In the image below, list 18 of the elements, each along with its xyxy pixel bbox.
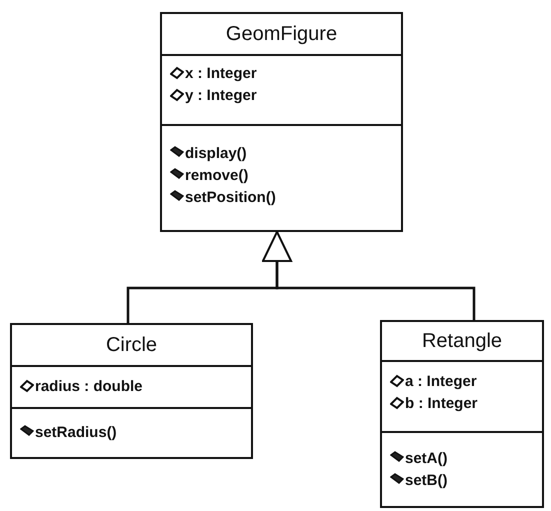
attribute-text: a : Integer (405, 372, 477, 390)
operation-text: remove() (185, 166, 248, 184)
class-box (160, 12, 403, 232)
class-name: GeomFigure (226, 22, 338, 46)
operation-text: setPosition() (185, 188, 276, 206)
attribute-text: b : Integer (405, 394, 478, 412)
operation-text: setB() (405, 472, 448, 488)
class-box (380, 320, 544, 508)
class-name: Retangle (422, 330, 502, 352)
inheritance-arrow (262, 231, 476, 320)
operation-text: setA() (405, 450, 448, 466)
class-name: Circle (106, 334, 158, 356)
operation-text: display() (185, 144, 247, 162)
attribute-text: x : Integer (185, 64, 257, 82)
attribute-text: radius : double (35, 378, 143, 394)
operation-text: setRadius() (35, 424, 117, 440)
attribute-text: y : Integer (185, 86, 257, 104)
class-box (10, 323, 253, 459)
